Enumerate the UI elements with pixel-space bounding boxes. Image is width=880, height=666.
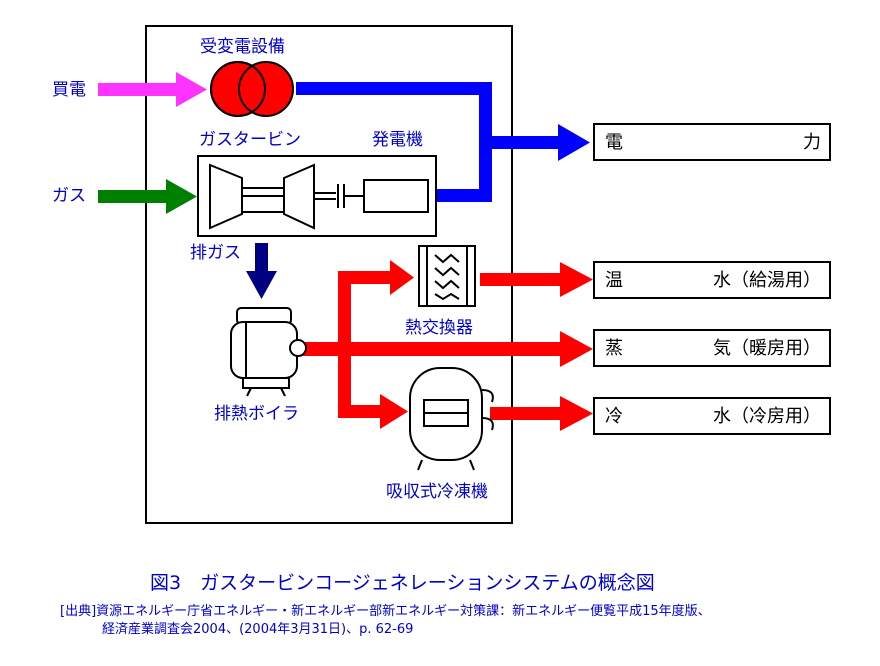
electricity-lines	[296, 82, 590, 202]
output-steam-box: 蒸 気（暖房用）	[593, 329, 831, 367]
figure-caption: 図3 ガスタービンコージェネレーションシステムの概念図	[150, 572, 655, 594]
buy-power-arrow	[98, 72, 207, 107]
output-power-right: 力	[803, 132, 821, 153]
heat-lines	[302, 260, 593, 431]
generator-label: 発電機	[372, 130, 423, 150]
output-power-left: 電	[605, 132, 623, 153]
output-hot-water-right: 水（給湯用）	[713, 270, 821, 291]
output-cold-water-right: 水（冷房用）	[713, 406, 821, 427]
chiller-symbol	[409, 367, 494, 471]
output-hot-water-left: 温	[605, 270, 623, 291]
boiler-symbol	[230, 307, 307, 397]
exhaust-arrow	[246, 243, 277, 299]
output-hot-water-box: 温 水（給湯用）	[593, 261, 831, 299]
gas-arrow	[98, 179, 197, 214]
heat-exchanger-symbol	[418, 245, 476, 307]
chiller-label: 吸収式冷凍機	[386, 482, 488, 502]
source-line-2: 経済産業調査会2004、(2004年3月31日)、p. 62-69	[102, 622, 414, 637]
gas-turbine-label: ガスタービン	[199, 130, 301, 150]
output-steam-left: 蒸	[605, 338, 623, 359]
output-steam-right: 気（暖房用）	[713, 338, 821, 359]
output-power-box: 電 力	[593, 123, 831, 161]
heat-exchanger-label: 熱交換器	[405, 318, 473, 338]
source-line-1: [出典]資源エネルギー庁省エネルギー・新エネルギー部新エネルギー対策課：新エネル…	[60, 604, 711, 619]
substation-symbol	[210, 61, 294, 117]
buy-power-label: 買電	[52, 80, 86, 100]
boiler-label: 排熱ボイラ	[214, 404, 299, 424]
output-cold-water-box: 冷 水（冷房用）	[593, 397, 831, 435]
substation-label: 受変電設備	[200, 37, 285, 57]
exhaust-label: 排ガス	[190, 243, 241, 263]
gas-turbine-symbol	[209, 163, 429, 230]
gas-label: ガス	[52, 186, 86, 206]
output-cold-water-left: 冷	[605, 406, 623, 427]
